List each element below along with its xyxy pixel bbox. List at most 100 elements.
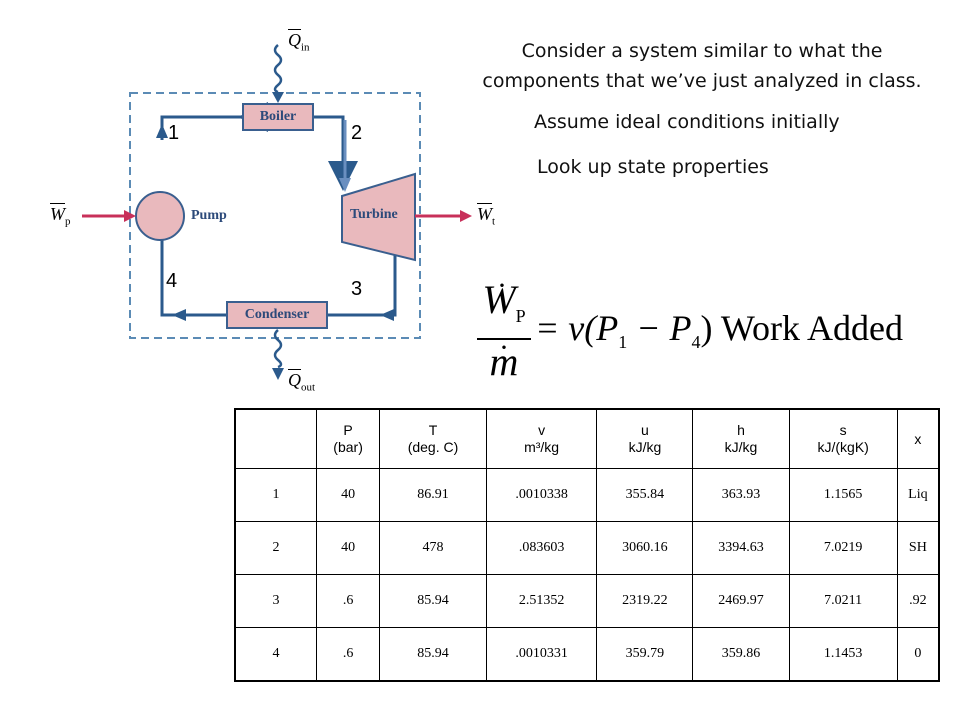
- heat-out-arrow-icon: [273, 329, 283, 369]
- equation-rhs: = v(P1 − P4) Work Added: [535, 307, 903, 353]
- flow-arrow-icon: [172, 309, 186, 321]
- table-cell: .6: [317, 628, 381, 680]
- header-bottom: kJ/(kgK): [817, 439, 869, 455]
- turbine-label: Turbine: [350, 207, 398, 222]
- equation-rhs-sub2: 4: [691, 332, 701, 353]
- table-cell: 40: [317, 522, 381, 575]
- pump-label: Pump: [191, 208, 227, 223]
- equation-numerator: · WP: [473, 269, 535, 336]
- table-cell: 4: [236, 628, 317, 680]
- equation-w: W: [482, 277, 516, 322]
- table-cell: 478: [380, 522, 487, 575]
- condenser-label: Condenser: [244, 307, 310, 322]
- header-cell: [236, 410, 317, 469]
- table-cell: 2.51352: [486, 575, 598, 628]
- table-cell: 359.86: [693, 628, 790, 680]
- table-cell: 363.93: [693, 469, 790, 522]
- header-bottom: (bar): [333, 439, 363, 455]
- equation-m: m: [489, 339, 519, 384]
- table-cell: 2469.97: [693, 575, 790, 628]
- heat-in-subscript: in: [301, 41, 310, 54]
- intro-line-1: Consider a system similar to what the: [521, 40, 883, 62]
- state-1-label: 1: [168, 122, 180, 144]
- table-cell: 1: [236, 469, 317, 522]
- table-cell: 7.0219: [789, 522, 898, 575]
- lookup-text: Look up state properties: [537, 156, 769, 178]
- turbine-work-subscript: t: [492, 215, 496, 228]
- table-row: 2 40 478 .083603 3060.16 3394.63 7.0219 …: [236, 522, 938, 575]
- table-cell: 86.91: [380, 469, 487, 522]
- assume-text: Assume ideal conditions initially: [534, 111, 840, 133]
- table-cell: 3: [236, 575, 317, 628]
- table-cell: 85.94: [380, 575, 487, 628]
- header-cell: P(bar): [317, 410, 381, 469]
- header-cell: x: [897, 410, 938, 469]
- table-cell: 1.1453: [790, 628, 898, 680]
- arrowhead-icon: [272, 92, 284, 103]
- condenser-box: [226, 301, 328, 329]
- turbine-shape: [341, 172, 416, 262]
- table-cell: 0: [914, 646, 922, 661]
- table-cell: .0010331: [487, 628, 598, 680]
- header-bottom: kJ/kg: [628, 439, 662, 455]
- table-row: 1 40 86.91 .0010338 355.84 363.93 1.1565…: [236, 469, 938, 522]
- heat-out-label: Qout: [288, 370, 315, 394]
- table-cell: 85.94: [380, 628, 487, 680]
- turbine-work-label: Wt: [477, 204, 495, 228]
- equation-rhs-part1: = v(P: [535, 308, 619, 348]
- pump-work-label: Wp: [50, 204, 71, 228]
- heat-out-subscript: out: [301, 381, 316, 394]
- boiler-box: [242, 103, 314, 131]
- state-2-label: 2: [351, 122, 363, 144]
- rankine-cycle-diagram: [82, 44, 472, 380]
- table-row: 4 .6 85.94 .0010331 359.79 359.86 1.1453…: [236, 628, 938, 680]
- header-top: T: [428, 422, 438, 438]
- table-cell: .6: [317, 575, 381, 628]
- equation-w-subscript: P: [515, 306, 526, 326]
- header-top: P: [343, 422, 353, 438]
- flow-arrow-icon: [339, 178, 351, 192]
- state-3-label: 3: [351, 278, 363, 300]
- flow-arrow-icon: [380, 309, 394, 321]
- table-cell: 355.84: [597, 469, 694, 522]
- header-cell: T(deg. C): [380, 410, 487, 469]
- header-top: u: [641, 422, 649, 438]
- table-cell: 7.0211: [789, 575, 898, 628]
- arrowhead-icon: [272, 368, 284, 380]
- table-cell: 40: [317, 469, 381, 522]
- boiler-label: Boiler: [259, 109, 297, 124]
- table-cell: 1.1565: [789, 469, 898, 522]
- equation-rhs-part2: − P: [627, 308, 692, 348]
- arrowhead-icon: [460, 210, 472, 222]
- equation-denominator: · m: [473, 331, 535, 384]
- table-cell: 359.79: [597, 628, 694, 680]
- equation-fraction: · WP · m: [473, 269, 535, 384]
- heat-out-symbol: Q: [288, 370, 301, 390]
- pump-work-subscript: p: [65, 215, 71, 228]
- heat-in-label: Qin: [288, 30, 310, 54]
- dot-accent: ·: [497, 269, 507, 302]
- table-cell: .083603: [486, 522, 598, 575]
- header-bottom: (deg. C): [407, 439, 459, 455]
- table-cell: Liq: [897, 469, 938, 522]
- table-cell: 2319.22: [597, 575, 694, 628]
- pump-circle: [135, 191, 185, 241]
- fraction-bar: [477, 338, 531, 340]
- table-cell: .92: [897, 575, 938, 628]
- table-cell: .0010338: [486, 469, 598, 522]
- table-cell: SH: [897, 522, 938, 575]
- header-top: s: [839, 422, 847, 438]
- flow-arrow-icon: [156, 124, 168, 138]
- state-4-label: 4: [166, 270, 178, 292]
- turbine-work-symbol: W: [477, 204, 492, 224]
- header-top: v: [538, 422, 546, 438]
- table-cell: 2: [236, 522, 317, 575]
- header-top: x: [914, 430, 922, 447]
- header-bottom: kJ/kg: [724, 439, 758, 455]
